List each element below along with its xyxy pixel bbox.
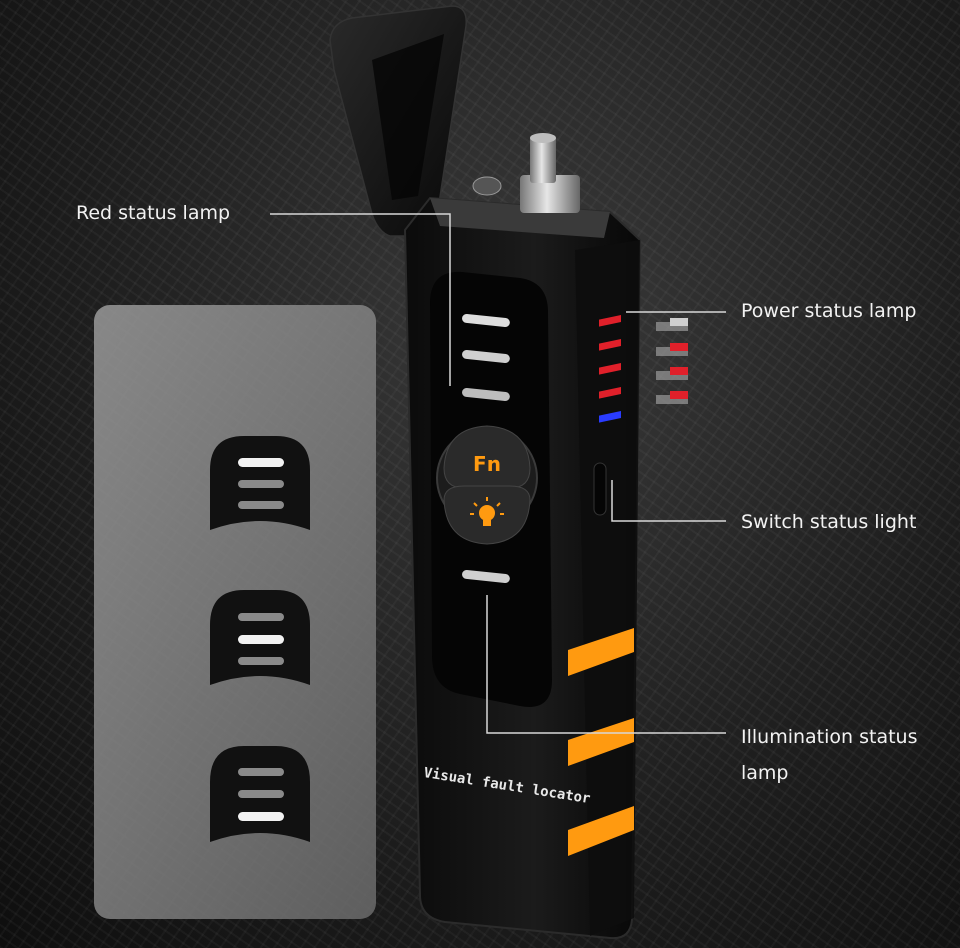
illumination-status-lamp-indicator [462, 569, 510, 584]
light-button[interactable] [443, 485, 531, 545]
lamp-module-top-lit [210, 436, 310, 530]
orange-grip-stripes [568, 628, 634, 856]
lamp-module-middle-lit [210, 590, 310, 685]
lamp-module-bottom-lit [210, 746, 310, 842]
red-status-lamp-indicators [462, 313, 510, 402]
visual-fault-locator-device: Fn [403, 133, 688, 940]
device-cap [329, 5, 467, 237]
fiber-connector-port [472, 133, 580, 213]
charging-port [593, 462, 607, 516]
illumination-status-lamp-label-line1: Illumination status [741, 726, 918, 748]
red-status-lamp-label: Red status lamp [76, 202, 231, 224]
power-level-legend [656, 318, 688, 404]
indicator-diagram-panel [94, 305, 376, 919]
lightbulb-icon [470, 497, 504, 526]
switch-status-light-label: Switch status light [741, 511, 917, 533]
illumination-status-lamp-label-line2: lamp [741, 762, 789, 784]
fn-button-label: Fn [473, 452, 501, 476]
power-status-lamp-label: Power status lamp [741, 300, 917, 322]
callout-lines [270, 213, 726, 734]
switch-status-led [599, 411, 621, 423]
power-status-leds [599, 315, 621, 423]
